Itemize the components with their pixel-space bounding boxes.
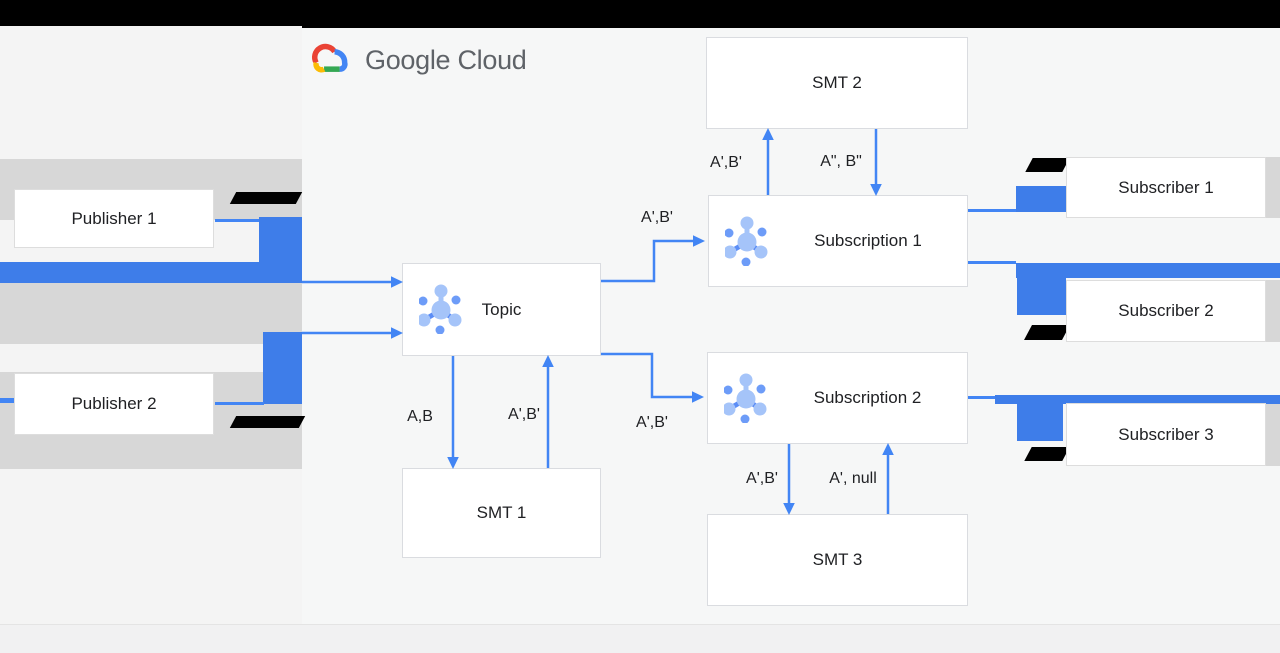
google-cloud-logo: Google Cloud: [308, 38, 548, 82]
node-subscriber-3: Subscriber 3: [1066, 403, 1266, 466]
node-smt-2: SMT 2: [706, 37, 968, 129]
node-publisher-2: Publisher 2: [14, 373, 214, 435]
gray-band: [1265, 280, 1280, 342]
edge-label-topic-to-smt1: A,B: [407, 408, 433, 425]
node-label: SMT 3: [812, 550, 863, 569]
sub2-out-blue-band: [995, 395, 1280, 404]
node-smt-3: SMT 3: [707, 514, 968, 606]
redaction-mark: [1024, 447, 1070, 461]
publisher2-blue-bar: [263, 332, 302, 404]
node-label: SMT 1: [476, 503, 527, 522]
node-publisher-1: Publisher 1: [14, 189, 214, 248]
node-topic: Topic: [402, 263, 601, 356]
google-cloud-logo-icon: [311, 43, 348, 73]
left-edge-blue-stub: [0, 398, 14, 403]
node-label: Subscriber 2: [1118, 301, 1214, 320]
sub2-out-stub: [968, 396, 996, 399]
node-subscription-2: Subscription 2: [707, 352, 968, 444]
edge-label-sub1-to-smt2: A',B': [710, 154, 742, 171]
node-label: Subscriber 1: [1118, 177, 1214, 197]
sub1-out2-stub: [968, 261, 1016, 264]
sub1-out1-blue-bar: [1016, 186, 1066, 212]
bottom-background-strip: [0, 624, 1280, 653]
node-label: Publisher 1: [71, 208, 157, 228]
node-label: Publisher 2: [71, 394, 157, 413]
pubsub-subscription-icon: [724, 373, 767, 423]
node-label: SMT 2: [812, 73, 862, 92]
node-label: Subscriber 3: [1118, 424, 1214, 444]
gray-band: [1265, 157, 1280, 218]
node-label: Subscription 1: [814, 231, 922, 250]
redaction-mark: [229, 416, 306, 428]
edge-label-smt1-to-topic: A',B': [508, 406, 540, 423]
publisher1-blue-band: [0, 262, 260, 283]
publisher2-arrow-stub: [215, 402, 264, 405]
node-smt-1: SMT 1: [402, 468, 601, 558]
node-subscriber-1: Subscriber 1: [1066, 157, 1266, 218]
sub2-out-blue-bar: [1017, 403, 1063, 441]
node-subscriber-2: Subscriber 2: [1066, 280, 1266, 342]
sub1-out2-blue-bar: [1017, 263, 1066, 315]
top-black-bar-right: [302, 0, 1280, 28]
sub1-out2-blue-band: [1016, 263, 1280, 278]
node-label: Subscription 2: [813, 388, 922, 407]
edge-label-topic-to-sub2: A',B': [636, 414, 668, 431]
edge-label-sub2-to-smt3: A',B': [746, 470, 778, 487]
gray-band: [0, 283, 302, 344]
top-black-bar-left: [0, 0, 302, 26]
sub1-out1-stub: [968, 209, 1016, 212]
pubsub-subscription-icon: [725, 216, 768, 266]
gray-band: [1265, 403, 1280, 466]
redaction-mark: [1025, 158, 1070, 172]
edge-label-smt3-to-sub2: A', null: [829, 470, 877, 487]
redaction-mark: [1024, 325, 1070, 340]
node-label: Topic: [481, 299, 522, 319]
redaction-mark: [229, 192, 303, 204]
edge-label-smt2-to-sub1: A", B": [820, 153, 862, 170]
google-cloud-logo-text: Google Cloud: [365, 44, 527, 75]
publisher1-blue-bar: [259, 217, 302, 283]
edge-label-topic-to-sub1: A',B': [641, 209, 673, 226]
node-subscription-1: Subscription 1: [708, 195, 968, 287]
publisher1-arrow-stub: [215, 219, 260, 222]
pubsub-topic-icon: [419, 284, 462, 334]
